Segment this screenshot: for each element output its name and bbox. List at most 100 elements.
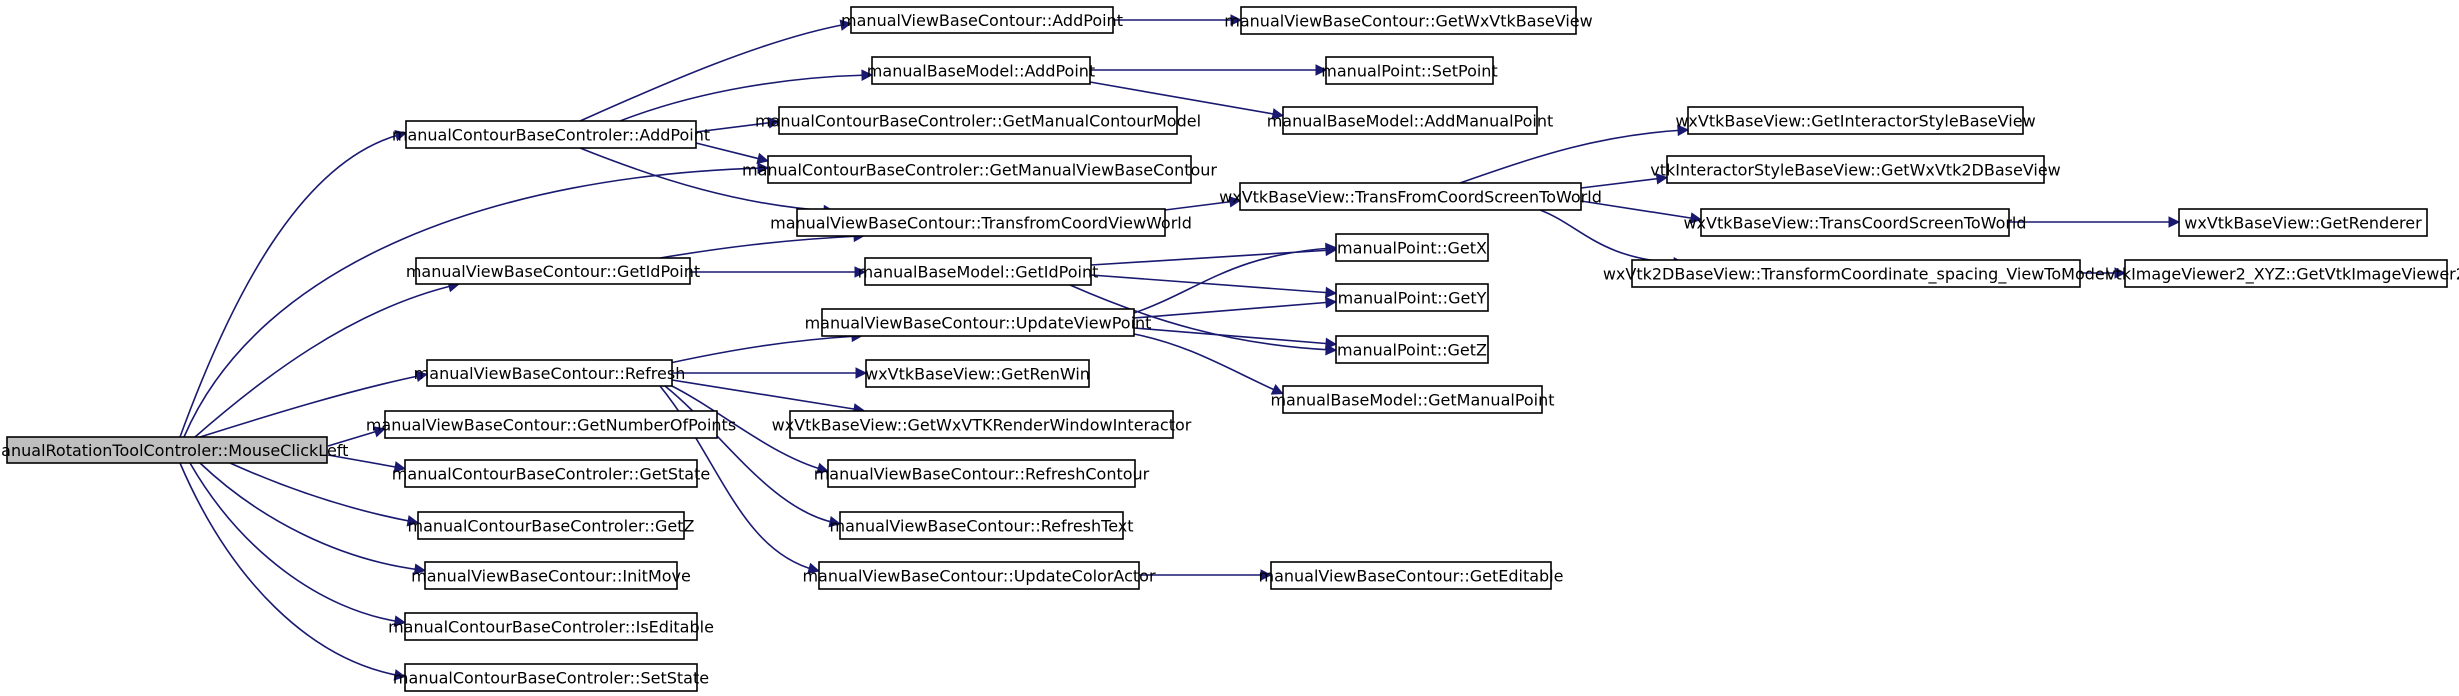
node-box	[789, 410, 1174, 439]
edge-line	[664, 385, 837, 524]
node-label: manualRotationToolControler::MouseClickL…	[0, 441, 348, 460]
node-mp-getz[interactable]: manualPoint::GetZ	[1335, 335, 1489, 364]
arrowhead-icon	[393, 461, 406, 473]
arrowhead-icon	[413, 563, 427, 575]
node-box	[404, 612, 698, 641]
edge-line	[1133, 247, 1333, 314]
arrowhead-icon	[1677, 124, 1690, 137]
node-vbc-getidpoint[interactable]: manualViewBaseContour::GetIdPoint	[406, 257, 700, 285]
edge-line	[1580, 200, 1698, 220]
edge-cb_addpoint-to-cb_getmanualviewbasecontour	[695, 142, 769, 165]
node-vbc-transfromcoord[interactable]: manualViewBaseContour::TransfromCoordVie…	[770, 208, 1192, 237]
edge-line	[669, 335, 859, 364]
node-box	[1666, 155, 2045, 184]
node-box	[827, 459, 1136, 488]
node-vbc-updatecoloractor[interactable]: manualViewBaseContour::UpdateColorActor	[802, 561, 1156, 590]
edge-line	[179, 133, 403, 438]
edge-vbc_refresh-to-wx_getwxvtkrwi	[671, 379, 866, 415]
node-box	[821, 308, 1135, 337]
node-box	[767, 155, 1192, 184]
node-isbv-getwxvtk2dbaseview[interactable]: vtkInteractorStyleBaseView::GetWxVtk2DBa…	[1650, 155, 2061, 184]
node-wx-getrenwin[interactable]: wxVtkBaseView::GetRenWin	[865, 359, 1090, 388]
edge-line	[579, 23, 848, 122]
node-vbc-updateviewpoint[interactable]: manualViewBaseContour::UpdateViewPoint	[805, 308, 1152, 337]
node-cb-getmanualcontourmodel[interactable]: manualContourBaseControler::GetManualCon…	[755, 106, 1201, 135]
node-box	[796, 208, 1166, 237]
node-mp-getx[interactable]: manualPoint::GetX	[1335, 233, 1489, 262]
node-label: manualBaseModel::GetManualPoint	[1270, 391, 1554, 410]
node-box	[1282, 385, 1543, 414]
node-wx-getinteractorstylebaseview[interactable]: wxVtkBaseView::GetInteractorStyleBaseVie…	[1675, 106, 2036, 135]
node-label: wxVtkBaseView::GetRenWin	[865, 365, 1090, 384]
edge-vbc_updateviewpoint-to-mp_getx	[1133, 242, 1338, 314]
node-wx-transcoordscreentoworld[interactable]: wxVtkBaseView::TransCoordScreenToWorld	[1683, 208, 2027, 237]
arrowhead-icon	[406, 515, 419, 527]
node-box	[778, 106, 1178, 135]
node-vbc-refreshtext[interactable]: manualViewBaseContour::RefreshText	[829, 511, 1134, 540]
node-bm-addpoint[interactable]: manualBaseModel::AddPoint	[867, 56, 1095, 85]
edge-root-to-vbc_getnumberofpoints	[327, 426, 386, 447]
node-box	[1335, 335, 1489, 364]
node-box	[404, 663, 698, 692]
node-label: wxVtkBaseView::GetInteractorStyleBaseVie…	[1675, 112, 2035, 131]
node-mp-gety[interactable]: manualPoint::GetY	[1335, 283, 1489, 312]
node-vbc-refreshcontour[interactable]: manualViewBaseContour::RefreshContour	[814, 459, 1150, 488]
arrowhead-icon	[1325, 296, 1338, 309]
arrowhead-icon	[1655, 173, 1669, 185]
node-cb-getstate[interactable]: manualContourBaseControler::GetState	[392, 459, 710, 488]
edge-bm_addpoint-to-mp_setpoint	[1090, 64, 1328, 76]
node-cb-addpoint[interactable]: manualContourBaseControler::AddPoint	[392, 120, 710, 149]
node-cb-iseditable[interactable]: manualContourBaseControler::IsEditable	[388, 612, 714, 641]
node-wx-getwxvtkrwi[interactable]: wxVtkBaseView::GetWxVTKRenderWindowInter…	[772, 410, 1192, 439]
node-box	[405, 120, 697, 149]
node-label: manualViewBaseContour::UpdateColorActor	[802, 567, 1155, 586]
arrowhead-icon	[415, 370, 428, 382]
node-vbc-geteditable[interactable]: manualViewBaseContour::GetEditable	[1259, 561, 1564, 590]
arrowhead-icon	[855, 367, 868, 379]
node-iv-getvtkimageviewer2[interactable]: vtkImageViewer2_XYZ::GetVtkImageViewer2	[2106, 259, 2459, 288]
node-cb-getmanualviewbasecontour[interactable]: manualContourBaseControler::GetManualVie…	[742, 155, 1217, 184]
edge-vbc_transfromcoord-to-wx_transfromcoordscreentoworld	[1164, 196, 1242, 211]
node-vbc-addpoint[interactable]: manualViewBaseContour::AddPoint	[841, 6, 1123, 34]
edge-vbc_updateviewpoint-to-mp_gety	[1133, 296, 1338, 319]
node-label: wxVtkBaseView::GetWxVTKRenderWindowInter…	[772, 416, 1192, 435]
edge-line	[194, 284, 456, 438]
edge-line	[1133, 333, 1280, 393]
node-wx-getrenderer[interactable]: wxVtkBaseView::GetRenderer	[2178, 208, 2428, 237]
node-mp-setpoint[interactable]: manualPoint::SetPoint	[1321, 56, 1498, 85]
edge-line	[619, 74, 869, 122]
arrowhead-icon	[1271, 108, 1284, 120]
node-vbc-getwxvtkbaseview[interactable]: manualViewBaseContour::GetWxVtkBaseView	[1224, 6, 1593, 35]
node-root[interactable]: manualRotationToolControler::MouseClickL…	[0, 436, 348, 464]
edge-bm_getidpoint-to-mp_getx	[1090, 244, 1338, 266]
node-bm-addmanualpoint[interactable]: manualBaseModel::AddManualPoint	[1267, 106, 1554, 135]
edge-line	[1133, 301, 1333, 319]
node-bm-getmanualpoint[interactable]: manualBaseModel::GetManualPoint	[1270, 385, 1555, 414]
node-cb-setstate[interactable]: manualContourBaseControler::SetState	[393, 663, 709, 692]
node-label: manualViewBaseContour::InitMove	[411, 567, 691, 586]
node-vbc-initmove[interactable]: manualViewBaseContour::InitMove	[411, 561, 691, 590]
edge-line	[199, 462, 422, 571]
arrowhead-icon	[1228, 196, 1242, 208]
node-box	[415, 257, 691, 285]
node-label: manualViewBaseContour::AddPoint	[841, 11, 1123, 30]
node-bm-getidpoint[interactable]: manualBaseModel::GetIdPoint	[858, 257, 1099, 286]
arrowhead-icon	[1689, 212, 1703, 224]
node-label: manualBaseModel::AddManualPoint	[1267, 112, 1554, 131]
node-cb-getz[interactable]: manualContourBaseControler::GetZ	[408, 511, 695, 540]
arrowhead-icon	[854, 266, 867, 278]
edge-line	[1580, 177, 1664, 189]
node-box	[1687, 106, 2024, 135]
node-box	[384, 410, 718, 439]
edge-line	[1459, 129, 1685, 184]
node-vbc-refresh[interactable]: manualViewBaseContour::Refresh	[414, 359, 686, 387]
node-label: manualPoint::GetZ	[1337, 341, 1487, 360]
edge-root-to-cb_addpoint	[179, 129, 407, 438]
arrowhead-icon	[2114, 267, 2127, 279]
node-wx2d-transformcoordinate[interactable]: wxVtk2DBaseView::TransformCoordinate_spa…	[1603, 259, 2109, 288]
node-vbc-getnumberofpoints[interactable]: manualViewBaseContour::GetNumberOfPoints	[366, 410, 736, 439]
node-box	[426, 359, 673, 387]
node-label: manualViewBaseContour::TransfromCoordVie…	[770, 214, 1192, 233]
node-wx-transfromcoordscreentoworld[interactable]: wxVtkBaseView::TransFromCoordScreenToWor…	[1219, 182, 1602, 211]
